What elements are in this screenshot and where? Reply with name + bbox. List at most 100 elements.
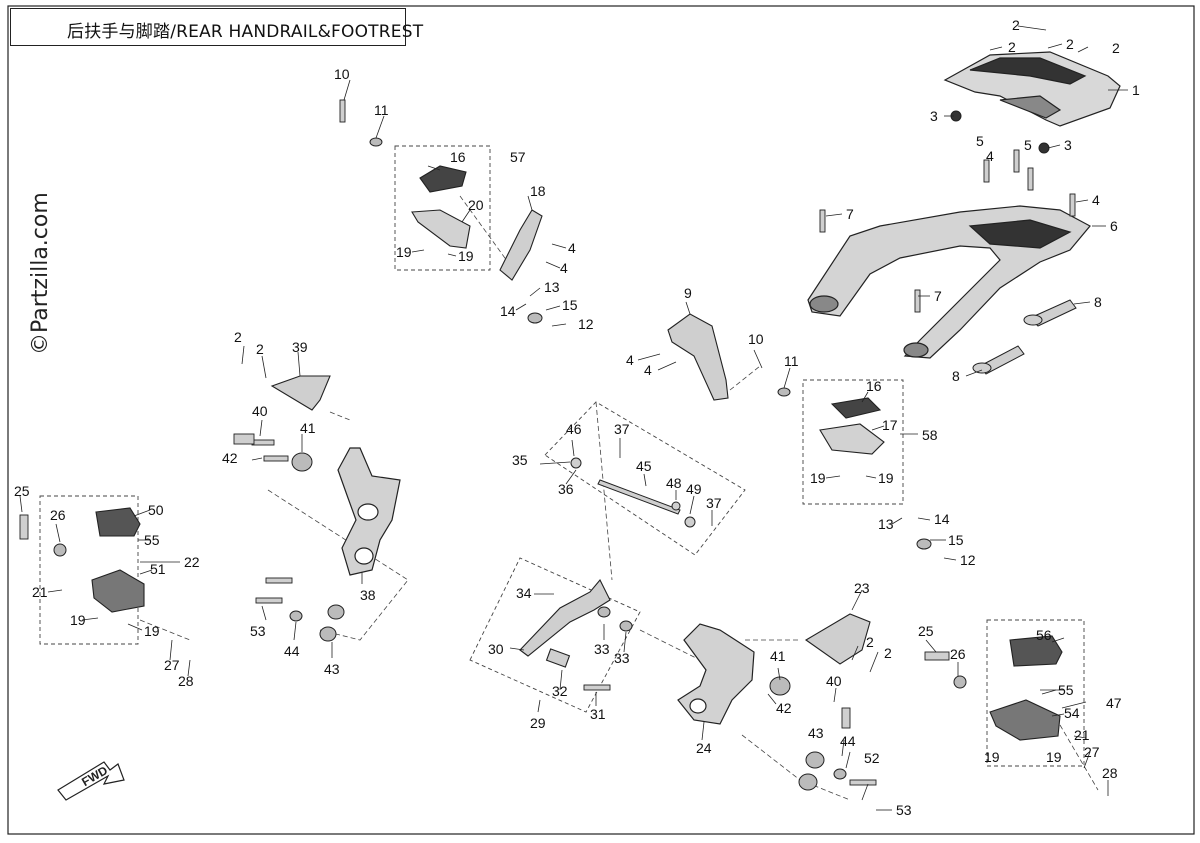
callout-37: 37 (706, 495, 722, 511)
handrail-frame (807, 205, 1091, 359)
callout-27: 27 (164, 657, 180, 673)
callout-5: 5 (976, 133, 984, 149)
callout-47: 47 (1106, 695, 1122, 711)
callout-19: 19 (396, 244, 412, 260)
callout-50: 50 (148, 502, 164, 518)
callout-7: 7 (934, 288, 942, 304)
callout-labels: 1 2 2 2 2 3 3 4 4 5 5 6 7 7 8 8 9 10 10 … (14, 17, 1140, 818)
callout-29: 29 (530, 715, 546, 731)
bracket-9 (667, 313, 729, 401)
callout-33: 33 (594, 641, 610, 657)
callout-15: 15 (948, 532, 964, 548)
callout-3: 3 (1064, 137, 1072, 153)
callout-48: 48 (666, 475, 682, 491)
footrest-right (819, 397, 885, 455)
callout-23: 23 (854, 580, 870, 596)
callout-44: 44 (284, 643, 300, 659)
callout-2: 2 (1008, 39, 1016, 55)
callout-27: 27 (1084, 744, 1100, 760)
callout-26: 26 (950, 646, 966, 662)
callout-21: 21 (1074, 727, 1090, 743)
callout-36: 36 (558, 481, 574, 497)
callout-10: 10 (748, 331, 764, 347)
callout-10: 10 (334, 66, 350, 82)
callout-46: 46 (566, 421, 582, 437)
rear-rack-plate (943, 51, 1121, 127)
callout-19: 19 (458, 248, 474, 264)
callout-18: 18 (530, 183, 546, 199)
page-title: 后扶手与脚踏/REAR HANDRAIL&FOOTREST (67, 22, 424, 42)
callout-8: 8 (952, 368, 960, 384)
callout-16: 16 (866, 378, 882, 394)
rod-45 (570, 457, 696, 528)
callout-4: 4 (1092, 192, 1100, 208)
callout-8: 8 (1094, 294, 1102, 310)
callout-38: 38 (360, 587, 376, 603)
heel-guard-right (804, 613, 871, 665)
callout-6: 6 (1110, 218, 1118, 234)
callout-32: 32 (552, 683, 568, 699)
callout-12: 12 (578, 316, 594, 332)
callout-53: 53 (896, 802, 912, 818)
callout-19: 19 (70, 612, 86, 628)
callout-57: 57 (510, 149, 526, 165)
callout-2: 2 (866, 634, 874, 650)
callout-22: 22 (184, 554, 200, 570)
callout-41: 41 (300, 420, 316, 436)
callout-49: 49 (686, 481, 702, 497)
callout-43: 43 (808, 725, 824, 741)
callout-19: 19 (1046, 749, 1062, 765)
callout-5: 5 (1024, 137, 1032, 153)
callout-26: 26 (50, 507, 66, 523)
callout-13: 13 (878, 516, 894, 532)
group-box-22 (39, 495, 139, 645)
callout-15: 15 (562, 297, 578, 313)
callout-35: 35 (512, 452, 528, 468)
callout-53: 53 (250, 623, 266, 639)
callout-20: 20 (468, 197, 484, 213)
callout-7: 7 (846, 206, 854, 222)
assembly-lines (139, 195, 1099, 801)
callout-1: 1 (1132, 82, 1140, 98)
title-box: 后扶手与脚踏/REAR HANDRAIL&FOOTREST (10, 8, 423, 46)
group-box-35 (544, 401, 746, 556)
callout-17: 17 (882, 417, 898, 433)
group-boxes (39, 145, 1085, 767)
callout-40: 40 (252, 403, 268, 419)
callout-40: 40 (826, 673, 842, 689)
callout-2: 2 (234, 329, 242, 345)
callout-30: 30 (488, 641, 504, 657)
callout-4: 4 (568, 240, 576, 256)
callout-51: 51 (150, 561, 166, 577)
callout-28: 28 (1102, 765, 1118, 781)
callout-19: 19 (810, 470, 826, 486)
footpeg-right (989, 635, 1063, 741)
callout-19: 19 (144, 623, 160, 639)
callout-13: 13 (544, 279, 560, 295)
callout-2: 2 (1066, 36, 1074, 52)
handrail-brackets (972, 299, 1077, 375)
callout-37: 37 (614, 421, 630, 437)
bolts (19, 99, 1076, 786)
callout-19: 19 (984, 749, 1000, 765)
callout-55: 55 (144, 532, 160, 548)
callout-2: 2 (1012, 17, 1020, 33)
callout-39: 39 (292, 339, 308, 355)
group-box-58 (802, 379, 904, 505)
callout-11: 11 (374, 102, 389, 118)
brake-pedal (519, 579, 611, 668)
callout-19: 19 (878, 470, 894, 486)
group-box-57 (394, 145, 491, 271)
callout-14: 14 (500, 303, 516, 319)
callout-43: 43 (324, 661, 340, 677)
group-box-29 (469, 557, 641, 713)
watermark: ©Partzilla.com (28, 192, 53, 355)
callout-44: 44 (840, 733, 856, 749)
callout-54: 54 (1064, 705, 1080, 721)
callout-33: 33 (614, 650, 630, 666)
callout-4: 4 (626, 352, 634, 368)
callout-34: 34 (516, 585, 532, 601)
callout-31: 31 (590, 706, 606, 722)
